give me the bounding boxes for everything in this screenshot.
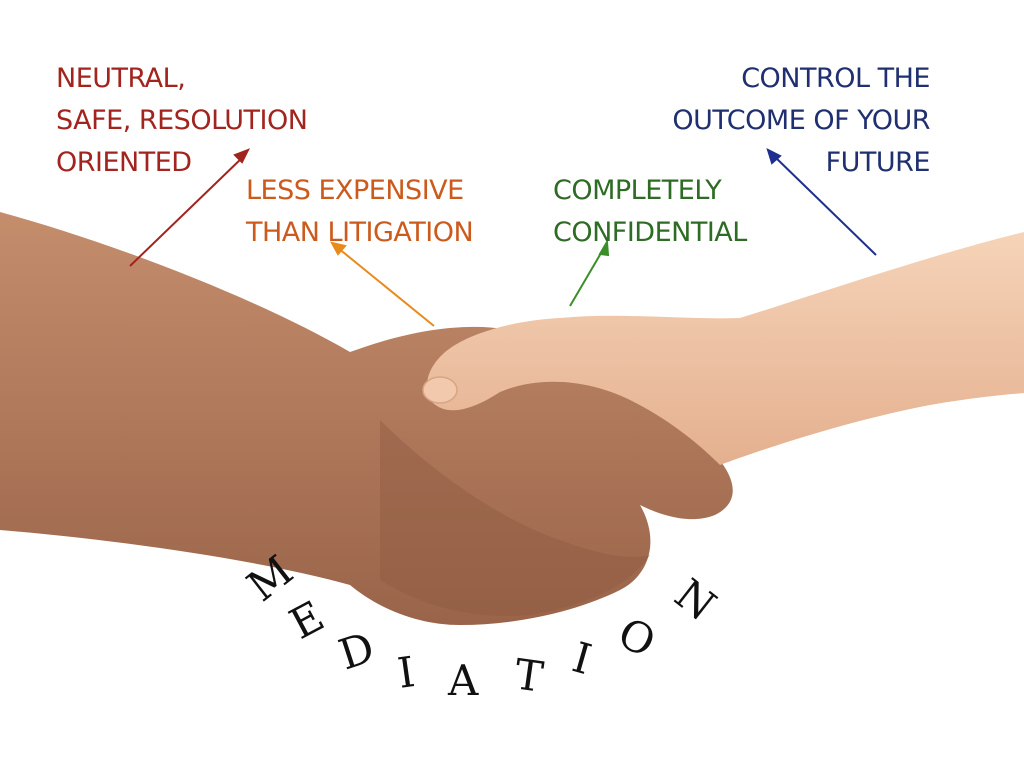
benefit-line: THAN LITIGATION: [246, 217, 474, 248]
benefit-control: CONTROL THE OUTCOME OF YOUR FUTURE: [640, 58, 930, 184]
benefit-line: NEUTRAL,: [56, 63, 186, 94]
benefit-line: OUTCOME OF YOUR: [672, 105, 930, 136]
title-letter: I: [567, 633, 596, 685]
benefit-line: SAFE, RESOLUTION: [56, 105, 308, 136]
benefit-line: CONFIDENTIAL: [553, 217, 747, 248]
benefit-neutral: NEUTRAL, SAFE, RESOLUTION ORIENTED: [56, 58, 308, 184]
title-letter: E: [282, 591, 332, 649]
arrow-confidential: [569, 238, 610, 307]
arrow-control: [766, 148, 877, 256]
title-letter: I: [395, 647, 418, 698]
title-letter: O: [611, 608, 663, 667]
benefit-line: FUTURE: [825, 147, 931, 178]
benefit-cost: LESS EXPENSIVE THAN LITIGATION: [246, 170, 474, 254]
title-letter: A: [447, 656, 479, 705]
benefit-line: ORIENTED: [56, 147, 192, 178]
benefit-line: CONTROL THE: [741, 63, 930, 94]
title-letter: T: [512, 649, 547, 701]
title-letter: D: [333, 622, 380, 679]
thumbnail: [422, 376, 458, 404]
benefit-line: LESS EXPENSIVE: [246, 175, 464, 206]
left-arm: [0, 212, 733, 625]
title-letter: N: [666, 569, 725, 630]
right-arm: [426, 232, 1024, 465]
left-hand-shadow: [380, 420, 650, 616]
benefit-confidential: COMPLETELY CONFIDENTIAL: [553, 170, 747, 254]
arrow-cost: [330, 241, 435, 327]
benefit-line: COMPLETELY: [553, 175, 722, 206]
arrow-neutral: [129, 148, 251, 267]
